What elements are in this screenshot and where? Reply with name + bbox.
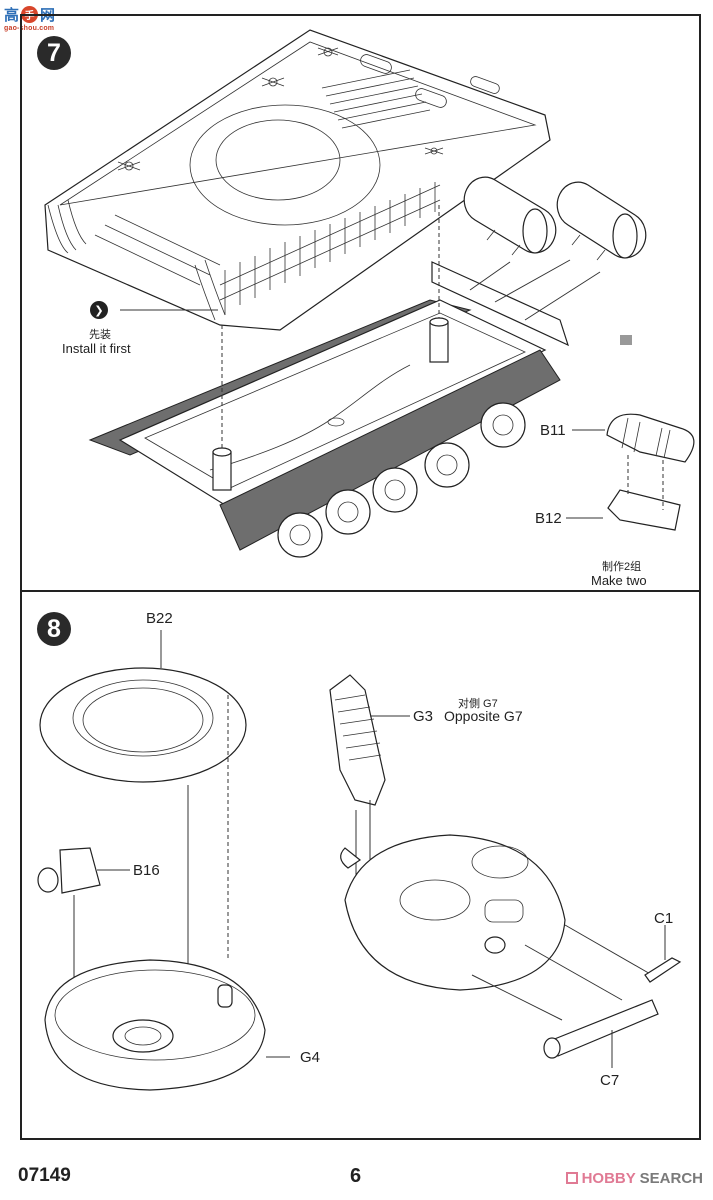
road-wheels (277, 402, 526, 558)
part-label-g3: G3 (413, 708, 434, 725)
part-b12 (607, 489, 681, 531)
part-g4-turret-bottom (44, 959, 290, 1091)
part-b11 (606, 413, 695, 463)
fuel-drum-1 (463, 176, 557, 291)
lower-hull-drawing (88, 205, 569, 558)
upper-hull-drawing (44, 29, 551, 331)
install-first-cn: 先装 (89, 329, 111, 341)
era-blocks (94, 182, 441, 315)
site-watermark: 高 手 网 gao-shou.com (4, 4, 70, 36)
hobby-search-icon (565, 1172, 578, 1184)
install-first-en: Install it first (62, 341, 131, 356)
engine-grill (321, 69, 431, 129)
part-label-c1: C1 (654, 910, 674, 927)
right-track (219, 349, 561, 551)
part-label-b22: B22 (146, 610, 173, 627)
turret-ring-inner (215, 119, 341, 201)
deck-hatches (117, 47, 444, 171)
brand-search-text: SEARCH (635, 1170, 703, 1187)
mount-post-front (212, 451, 232, 491)
brand-hobby-text: HOBBY (581, 1170, 636, 1187)
hobby-search-logo: HOBBY SEARCH (565, 1170, 703, 1187)
install-first-icon: ❯ (90, 301, 108, 319)
part-b22-ring (39, 630, 247, 1080)
part-label-b12: B12 (535, 510, 562, 527)
b11-b12-subassembly (566, 413, 695, 531)
part-label-b16: B16 (133, 862, 160, 879)
part-label-g4: G4 (300, 1049, 321, 1066)
watermark-url: gao-shou.com (4, 25, 55, 32)
make-two-en: Make two (591, 573, 647, 588)
opposite-g7-cn: 对側 G7 (458, 698, 498, 710)
part-c1 (644, 925, 682, 983)
kit-code: 07149 (18, 1165, 71, 1186)
step-8-badge: 8 (37, 612, 71, 646)
part-c7 (543, 999, 659, 1068)
step-7-badge: 7 (37, 36, 71, 70)
part-label-b11: B11 (540, 422, 566, 439)
fuel-drum-2 (494, 181, 647, 321)
opposite-g7-en: Opposite G7 (444, 708, 523, 724)
mount-post-rear (429, 321, 449, 363)
turret-assembly (340, 834, 653, 1021)
fuel-drums (463, 176, 647, 345)
page-number: 6 (350, 1165, 362, 1187)
rear-log (431, 261, 569, 347)
make-two-cn: 制作2组 (602, 561, 642, 573)
upper-hull-outline (44, 29, 551, 331)
turret-ring-outer (189, 104, 381, 226)
part-label-c7: C7 (600, 1072, 620, 1089)
watermark-char-1: 高 (4, 7, 20, 24)
step-8-panel (20, 590, 701, 1140)
small-hatch-mark (620, 335, 632, 345)
